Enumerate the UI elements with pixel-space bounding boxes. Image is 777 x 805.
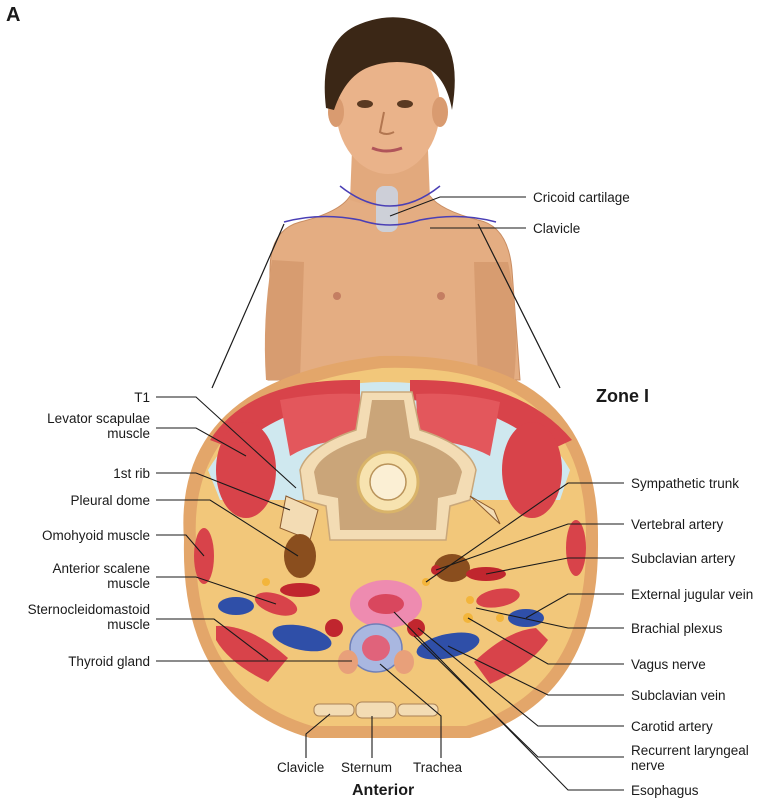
zone-title: Zone I [596, 386, 649, 407]
label-clavicle-bottom: Clavicle [277, 760, 324, 775]
left-eye [357, 100, 373, 108]
panel-letter: A [6, 4, 20, 27]
label-sternum: Sternum [341, 760, 392, 775]
thyroid-right [394, 650, 414, 674]
label-sympathetic-trunk: Sympathetic trunk [631, 476, 739, 491]
spinal-cord [370, 464, 406, 500]
label-sternocleidomastoid: Sternocleidomastoid muscle [0, 602, 150, 632]
label-omohyoid: Omohyoid muscle [42, 528, 150, 543]
label-clavicle-top: Clavicle [533, 221, 580, 236]
cross-section [183, 356, 598, 738]
clavicle-right-bone [398, 704, 438, 716]
label-anterior-scalene: Anterior scalene muscle [10, 561, 150, 591]
label-first-rib: 1st rib [113, 466, 150, 481]
brachial-plexus-2 [496, 614, 504, 622]
left-nipple [333, 292, 341, 300]
label-vagus-nerve: Vagus nerve [631, 657, 706, 672]
label-subclavian-artery: Subclavian artery [631, 551, 735, 566]
brachial-plexus-1 [466, 596, 474, 604]
right-ear [432, 97, 448, 127]
label-external-jugular: External jugular vein [631, 587, 753, 602]
label-brachial-plexus: Brachial plexus [631, 621, 723, 636]
subclavian-artery-left [280, 583, 320, 597]
left-arm [265, 260, 304, 380]
label-trachea: Trachea [413, 760, 462, 775]
label-recurrent-laryngeal: Recurrent laryngeal nerve [631, 743, 771, 773]
levator-scapulae-left [216, 422, 276, 518]
pleural-dome-left [284, 534, 316, 578]
levator-scapulae-right [502, 422, 562, 518]
clavicle-left-bone [314, 704, 354, 716]
sternum-bone [356, 702, 396, 718]
omohyoid-right [566, 520, 586, 576]
label-carotid-artery: Carotid artery [631, 719, 713, 734]
label-thyroid-gland: Thyroid gland [68, 654, 150, 669]
esophagus-lumen [368, 594, 404, 614]
orientation-label: Anterior [352, 782, 414, 800]
label-levator-scapulae: Levator scapulae muscle [10, 411, 150, 441]
label-subclavian-vein: Subclavian vein [631, 688, 726, 703]
label-t1: T1 [134, 390, 150, 405]
trachea-lumen [362, 635, 390, 661]
thyroid-left [338, 650, 358, 674]
label-pleural-dome: Pleural dome [70, 493, 150, 508]
carotid-left [325, 619, 343, 637]
external-jugular-left [218, 597, 254, 615]
brachial-plexus-3 [262, 578, 270, 586]
label-esophagus: Esophagus [631, 783, 699, 798]
right-nipple [437, 292, 445, 300]
right-arm [474, 262, 516, 380]
label-vertebral-artery: Vertebral artery [631, 517, 723, 532]
child-figure [265, 17, 520, 380]
label-cricoid-cartilage: Cricoid cartilage [533, 190, 630, 205]
right-eye [397, 100, 413, 108]
